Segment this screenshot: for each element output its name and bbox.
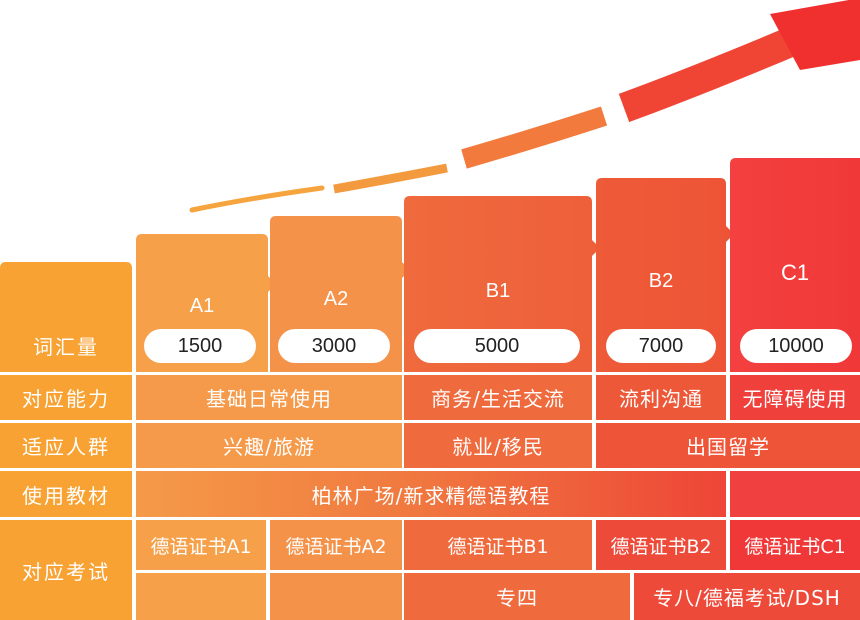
vocab-pill-a1: 1500 bbox=[144, 329, 256, 363]
vocab-pill-b1: 5000 bbox=[414, 329, 580, 363]
exam-tem4: 专四 bbox=[496, 586, 538, 610]
ability-basic: 基础日常使用 bbox=[206, 387, 332, 411]
row-header-audience: 适应人群 bbox=[22, 435, 110, 459]
row-header-exam: 对应考试 bbox=[22, 559, 110, 584]
growth-arrow bbox=[189, 0, 860, 213]
row-header-textbook: 使用教材 bbox=[22, 483, 110, 508]
row-header-vocab: 词汇量 bbox=[33, 334, 99, 359]
vocab-pill-a2: 3000 bbox=[278, 329, 390, 363]
ability-unrestricted: 无障碍使用 bbox=[742, 387, 848, 411]
exam-c1: 德语证书C1 bbox=[744, 535, 846, 558]
header-column bbox=[0, 262, 132, 620]
exam-a2: 德语证书A2 bbox=[285, 535, 387, 558]
exam-tem8-testdaf-dsh: 专八/德福考试/DSH bbox=[653, 586, 841, 610]
audience-study-abroad: 出国留学 bbox=[686, 435, 770, 459]
exam-b1: 德语证书B1 bbox=[447, 535, 549, 558]
audience-work-immigration: 就业/移民 bbox=[452, 435, 544, 459]
exam-a1: 德语证书A1 bbox=[150, 535, 252, 558]
ability-business: 商务/生活交流 bbox=[431, 387, 565, 411]
level-name-c1: C1 bbox=[780, 260, 810, 285]
row-header-ability: 对应能力 bbox=[22, 387, 110, 411]
vocab-pill-c1: 10000 bbox=[740, 329, 852, 363]
level-name-a1: A1 bbox=[189, 295, 215, 317]
level-name-b2: B2 bbox=[648, 270, 674, 292]
level-name-b1: B1 bbox=[485, 280, 511, 302]
textbook-main: 柏林广场/新求精德语教程 bbox=[311, 483, 551, 508]
audience-interest-travel: 兴趣/旅游 bbox=[223, 435, 315, 459]
level-steps bbox=[136, 158, 860, 372]
vocab-pill-b2: 7000 bbox=[606, 329, 716, 363]
level-name-a2: A2 bbox=[323, 288, 349, 310]
table-cells bbox=[136, 375, 860, 620]
exam-b2: 德语证书B2 bbox=[610, 535, 712, 558]
ability-fluent: 流利沟通 bbox=[619, 387, 703, 411]
